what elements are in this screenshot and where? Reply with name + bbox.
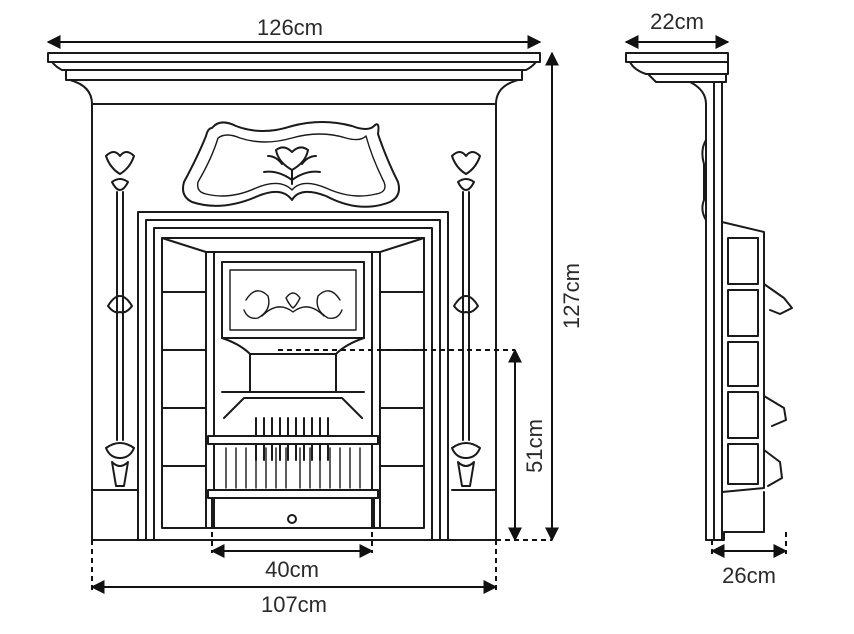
dimension-front-width-base: 107cm — [90, 540, 498, 617]
left-lily-stem — [105, 151, 135, 487]
dimension-front-height: 127cm — [496, 51, 584, 542]
label-front-width-base: 107cm — [261, 592, 327, 617]
fire-basket — [207, 397, 379, 529]
label-side-top-depth: 22cm — [650, 9, 704, 34]
top-ornament — [182, 121, 400, 208]
label-grate-width: 40cm — [265, 557, 319, 582]
label-opening-height: 51cm — [522, 419, 547, 473]
tile-panels — [161, 237, 425, 529]
side-view — [625, 52, 793, 541]
label-front-height: 127cm — [559, 263, 584, 329]
front-view — [47, 52, 541, 541]
dimension-opening-height: 51cm — [278, 348, 547, 542]
dimension-grate-width: 40cm — [210, 532, 374, 582]
cast-insert — [205, 251, 381, 529]
label-front-width-top: 126cm — [257, 15, 323, 40]
surround-frame — [69, 79, 519, 541]
dimension-side-top-depth: 22cm — [624, 9, 730, 49]
dimension-side-base-depth: 26cm — [710, 532, 788, 588]
label-side-base-depth: 26cm — [722, 563, 776, 588]
opening-frame — [137, 211, 449, 541]
dimension-front-width-top: 126cm — [46, 15, 542, 49]
mantel-shelf — [47, 52, 541, 81]
right-lily-stem — [451, 151, 481, 487]
